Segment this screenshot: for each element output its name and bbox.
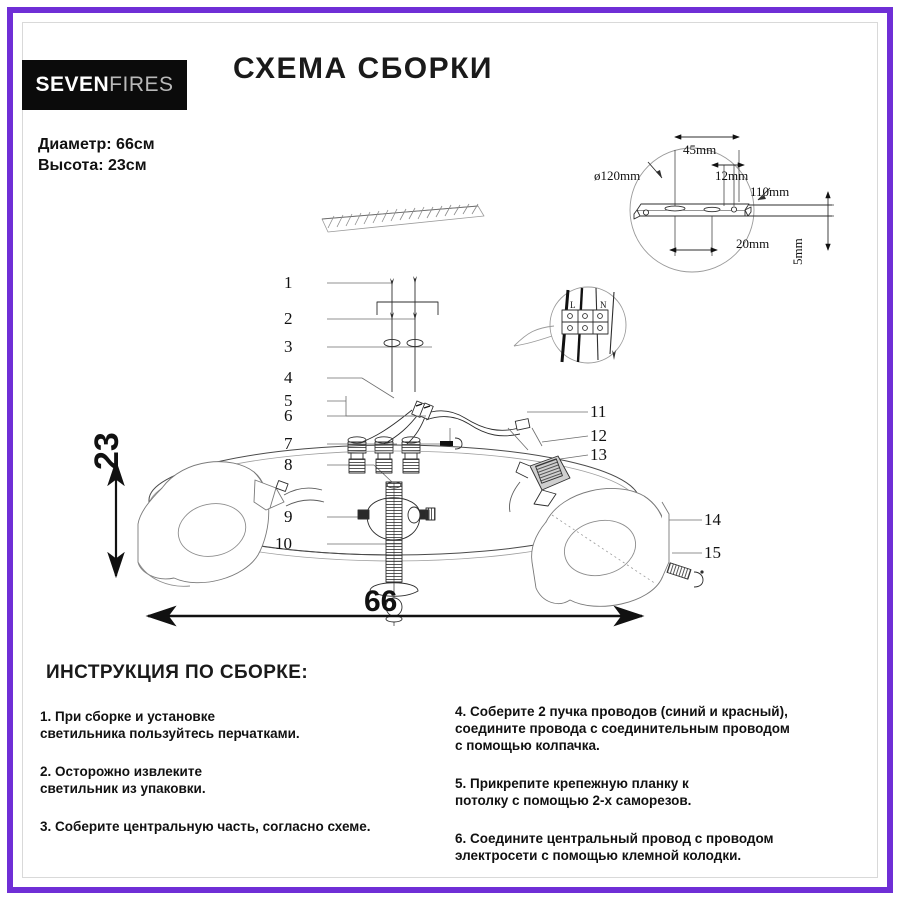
wire-harness [361, 400, 531, 445]
instructions-heading: ИНСТРУКЦИЯ ПО СБОРКЕ: [46, 662, 309, 683]
callout-10: 10 [275, 534, 292, 553]
callout-1: 1 [284, 273, 293, 292]
wire-set-upper [376, 276, 439, 392]
dim-thickness-label: 5mm [790, 238, 805, 265]
overall-height-dimension: 23 [88, 432, 126, 470]
dim-hole-label: 12mm [715, 168, 749, 183]
callout-5: 5 [284, 391, 293, 410]
overall-width-dimension: 66 [364, 585, 398, 618]
callout-11: 11 [590, 402, 607, 421]
lamp-shade-right [507, 427, 704, 607]
callout-6: 6 [284, 406, 293, 425]
instruction-item-3: 3. Соберите центральную часть, согласно … [40, 819, 371, 834]
callout-4: 4 [284, 368, 293, 387]
product-specs: Диаметр: 66см Высота: 23см [38, 134, 155, 176]
callout-2: 2 [284, 309, 293, 328]
overall-dimensions [107, 459, 645, 627]
instruction-item-6: 6. Соедините центральный провод с провод… [455, 831, 774, 863]
lamp-shade-left [137, 461, 325, 587]
spec-diameter: Диаметр: 66см [38, 136, 155, 153]
purple-page-border [7, 7, 893, 893]
instruction-item-4: 4. Соберите 2 пучка проводов (синий и кр… [455, 704, 790, 753]
technical-drawing [107, 134, 834, 627]
instructions-column-right: 4. Соберите 2 пучка проводов (синий и кр… [455, 703, 865, 885]
brand-logo-secondary: FIRES [109, 73, 174, 96]
callout-9: 9 [284, 507, 293, 526]
lamp-socket-right [507, 427, 571, 507]
callout-13: 13 [590, 445, 607, 464]
callout-12: 12 [590, 426, 607, 445]
terminal-neutral-label: N [600, 300, 607, 310]
callout-14: 14 [704, 510, 721, 529]
mount-bar-detail [629, 134, 834, 273]
screw-group [345, 396, 463, 474]
callout-7: 7 [284, 434, 293, 453]
dim-diameter-label: ø120mm [594, 168, 641, 183]
spec-height: Высота: 23см [38, 157, 147, 174]
ceiling-mounting-bracket [321, 203, 485, 233]
page-title: СХЕМА СБОРКИ [233, 52, 493, 85]
dim-slot-width-label: 20mm [736, 236, 770, 251]
instruction-item-1: 1. При сборке и установке светильника по… [40, 709, 300, 741]
callout-3: 3 [284, 337, 293, 356]
instruction-item-2: 2. Осторожно извлеките светильник из упа… [40, 764, 206, 796]
instructions-column-left: 1. При сборке и установке светильника по… [40, 708, 440, 856]
callout-15: 15 [704, 543, 721, 562]
terminal-live-label: L [570, 300, 576, 310]
dim-bar-length-label: 110mm [750, 184, 790, 199]
callout-8: 8 [284, 455, 293, 474]
brand-logo-primary: SEVEN [35, 73, 110, 96]
terminal-block-detail [513, 286, 627, 364]
instruction-item-5: 5. Прикрепите крепежную планку к потолку… [455, 776, 692, 808]
dim-slot-span-label: 45mm [683, 142, 717, 157]
